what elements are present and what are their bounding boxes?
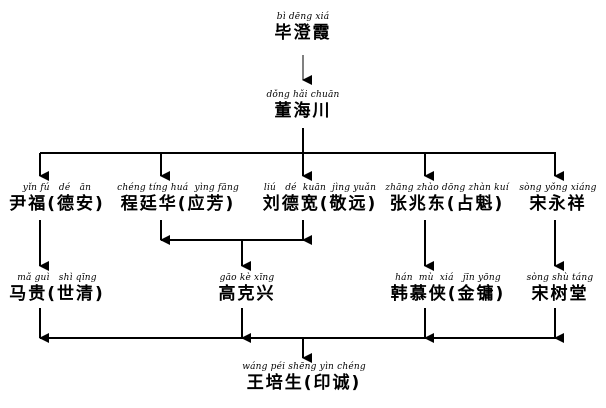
person-node: sòng yǒng xiáng 宋永祥 bbox=[519, 183, 596, 215]
person-node: wáng péi shēng yìn chéng 王培生(印诚) bbox=[242, 362, 366, 394]
name-label: 高克兴 bbox=[218, 284, 276, 304]
pinyin-label: wáng péi shēng yìn chéng bbox=[242, 362, 366, 372]
person-node: hán mù xiá jīn yōng 韩慕侠(金镛) bbox=[391, 273, 506, 305]
pinyin-label: gāo kè xīng bbox=[219, 273, 275, 283]
name-label: 毕澄霞 bbox=[274, 23, 332, 43]
name-label: 宋永祥 bbox=[529, 194, 587, 214]
person-node: zhāng zhào dōng zhàn kuí 张兆东(占魁) bbox=[385, 183, 509, 215]
name-label: 张兆东(占魁) bbox=[389, 194, 505, 214]
person-node: bì dēng xiá 毕澄霞 bbox=[275, 12, 332, 44]
name-label: 董海川 bbox=[274, 101, 332, 121]
name-label: 马贵(世清) bbox=[9, 284, 105, 304]
name-label: 尹福(德安) bbox=[9, 194, 105, 214]
pinyin-label: liú dé kuān jìng yuǎn bbox=[263, 183, 377, 193]
person-node: dǒng hǎi chuān 董海川 bbox=[266, 90, 339, 122]
name-label: 韩慕侠(金镛) bbox=[390, 284, 506, 304]
person-node: mǎ guì shì qīng 马贵(世清) bbox=[9, 273, 105, 305]
name-label: 程廷华(应芳) bbox=[120, 194, 236, 214]
person-node: liú dé kuān jìng yuǎn 刘德宽(敬远) bbox=[263, 183, 378, 215]
person-node: chéng tíng huá yìng fāng 程廷华(应芳) bbox=[117, 183, 239, 215]
person-node: sòng shù táng 宋树堂 bbox=[527, 273, 594, 305]
pinyin-label: mǎ guì shì qīng bbox=[17, 273, 97, 283]
name-label: 宋树堂 bbox=[531, 284, 589, 304]
pinyin-label: hán mù xiá jīn yōng bbox=[395, 273, 501, 283]
pinyin-label: sòng shù táng bbox=[526, 273, 594, 283]
pinyin-label: yǐn fú dé ān bbox=[22, 183, 92, 193]
pinyin-label: zhāng zhào dōng zhàn kuí bbox=[385, 183, 509, 193]
name-label: 王培生(印诚) bbox=[246, 373, 362, 393]
person-node: gāo kè xīng 高克兴 bbox=[219, 273, 276, 305]
person-node: yǐn fú dé ān 尹福(德安) bbox=[9, 183, 105, 215]
pinyin-label: chéng tíng huá yìng fāng bbox=[117, 183, 239, 193]
pinyin-label: dǒng hǎi chuān bbox=[266, 90, 340, 100]
pinyin-label: bì dēng xiá bbox=[276, 12, 330, 22]
pinyin-label: sòng yǒng xiáng bbox=[519, 183, 597, 193]
name-label: 刘德宽(敬远) bbox=[262, 194, 378, 214]
